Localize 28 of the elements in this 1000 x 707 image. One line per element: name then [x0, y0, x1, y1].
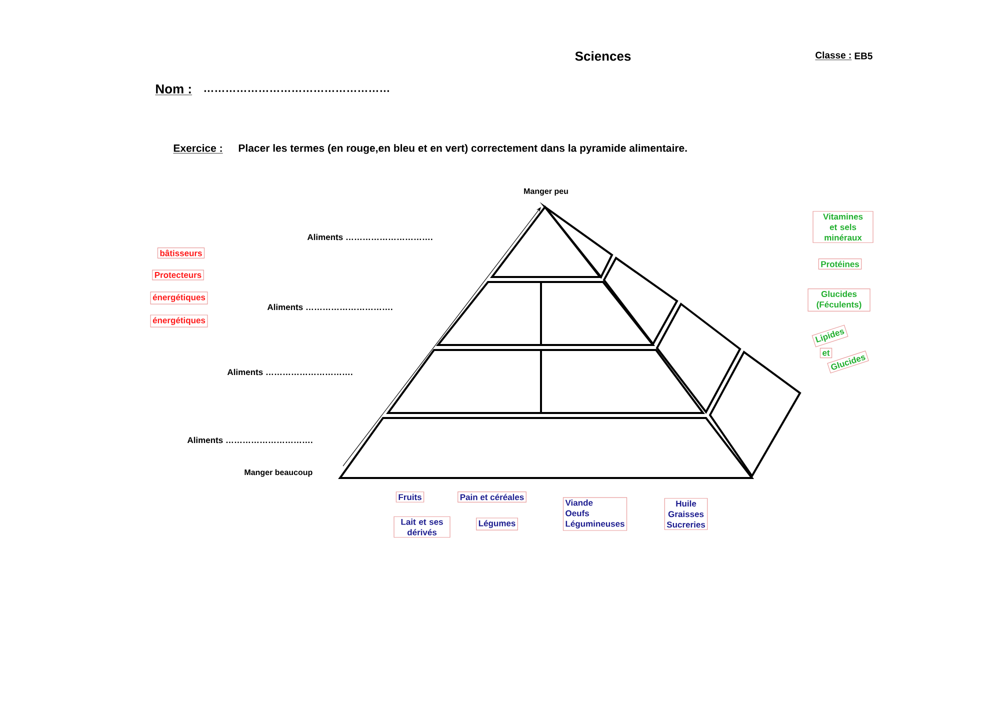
label: Aliments ………………………….	[187, 436, 312, 444]
label: Manger beaucoup	[244, 469, 312, 477]
word-tile: Glucides (Féculents)	[808, 288, 870, 312]
title: Sciences	[575, 51, 631, 61]
word-tile: Viande Oeufs Légumineuses	[562, 497, 628, 531]
label: Aliments ………………………….	[227, 368, 352, 376]
word-tile: Fruits	[396, 492, 424, 502]
word-tile: Protéines	[818, 258, 862, 270]
word-tile: et	[820, 348, 832, 358]
word-tile: Légumes	[476, 518, 518, 530]
label: Classe :	[815, 52, 852, 60]
label: Aliments ………………………….	[267, 304, 392, 310]
label: ……………………………………………	[204, 90, 389, 92]
word-tile: Protecteurs	[152, 270, 204, 280]
word-tile: Pain et céréales	[458, 492, 526, 502]
label: Aliments ………………………….	[307, 234, 432, 240]
word-tile: Vitamines et sels minéraux	[812, 211, 874, 243]
word-tile: Lait et ses dérivés	[394, 516, 450, 538]
word-tile: bâtisseurs	[157, 247, 205, 259]
label: Exercice :	[173, 144, 224, 154]
label: EB5	[854, 52, 872, 60]
label: Manger peu	[524, 188, 568, 196]
word-tile: énergétiques	[150, 292, 208, 304]
word-tile: Lipides	[812, 324, 848, 348]
label: Nom :	[155, 84, 192, 96]
word-tile: Huile Graisses Sucreries	[664, 498, 708, 530]
word-tile: énergétiques	[150, 314, 208, 328]
label: Placer les termes (en rouge,en bleu et en vert) correctement dans la pyramide alimentaire.	[238, 144, 687, 154]
